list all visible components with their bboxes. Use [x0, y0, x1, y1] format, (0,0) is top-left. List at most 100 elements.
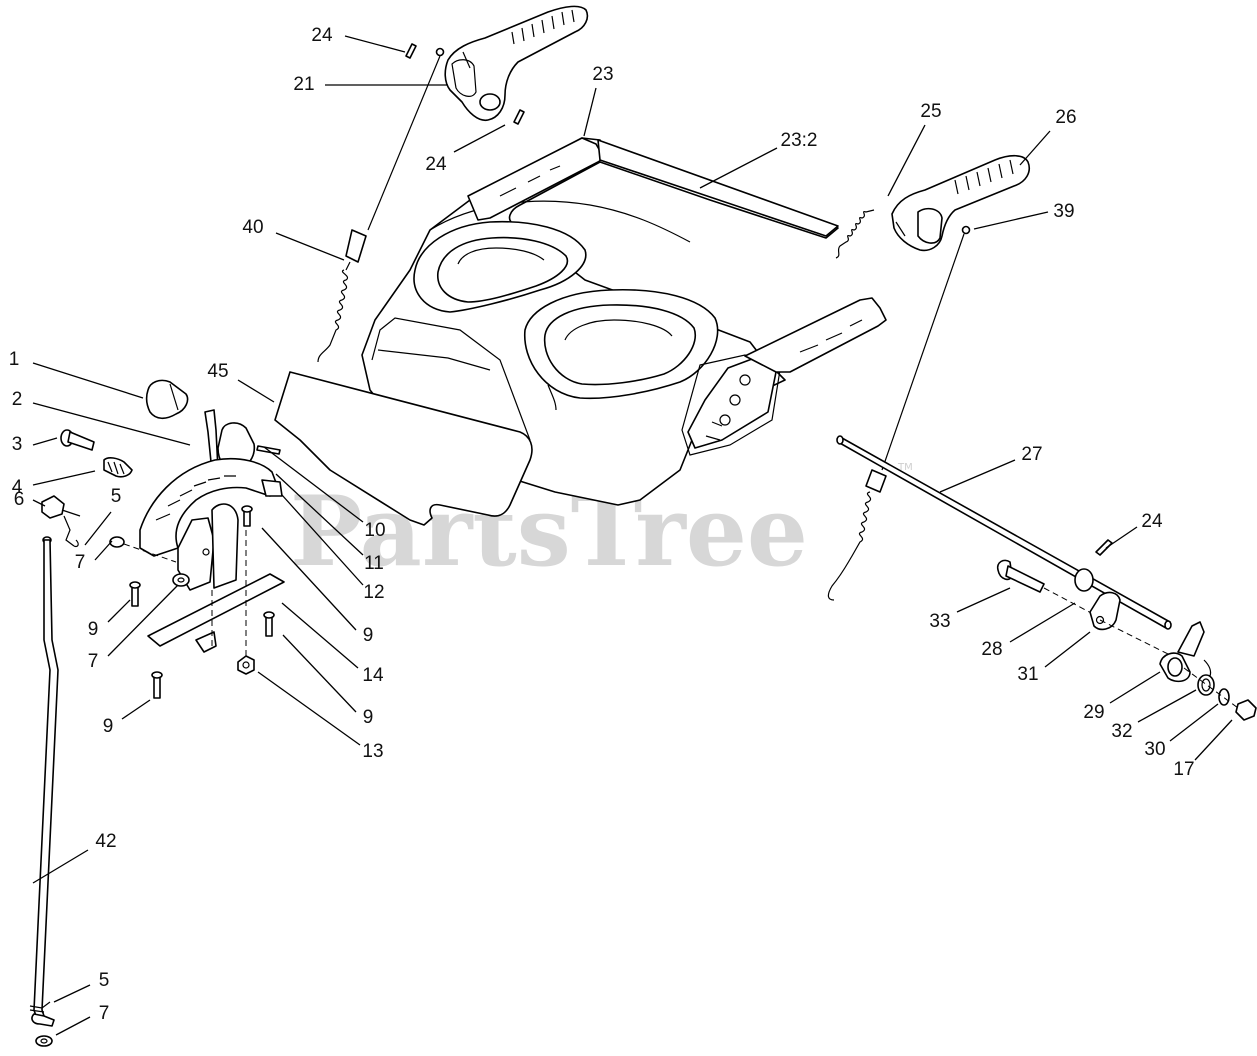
callout-label-13: 13 [362, 741, 383, 762]
bolt-3 [60, 429, 95, 451]
callout-label-9c: 9 [103, 716, 114, 737]
nut-17 [1235, 699, 1257, 721]
leader-line-45 [237, 379, 275, 403]
decal-45 [274, 371, 533, 526]
callout-label-29: 29 [1083, 702, 1104, 723]
callout-label-40: 40 [242, 217, 263, 238]
leader-line-9b [261, 527, 357, 631]
spring-4 [103, 457, 133, 478]
watermark-tm: TM [897, 462, 913, 473]
drive-cable-39 [827, 225, 971, 601]
roll-pin-right [1095, 539, 1113, 556]
callout-label-9d: 9 [363, 707, 374, 728]
callout-label-7b: 7 [88, 651, 99, 672]
callout-label-42: 42 [95, 831, 116, 852]
spring-25 [835, 209, 875, 259]
callout-label-11: 11 [364, 553, 384, 574]
leader-line-7a [94, 540, 113, 561]
washer-7-upper [109, 536, 125, 548]
callout-label-32: 32 [1111, 721, 1132, 742]
leader-line-2 [32, 402, 191, 446]
leader-line-5b [53, 984, 91, 1003]
leader-line-27 [939, 459, 1016, 493]
leader-line-9d [282, 634, 357, 713]
washer-30 [1218, 688, 1230, 706]
leader-line-42 [32, 849, 89, 884]
callout-label-14: 14 [362, 665, 384, 686]
collar-28 [1074, 568, 1094, 592]
callout-label-17: 17 [1173, 759, 1194, 780]
plate-14 [147, 573, 285, 647]
leader-line-23-2 [699, 147, 778, 189]
bolt-9-d [151, 671, 163, 699]
leader-line-7c [55, 1016, 91, 1036]
knob-1 [145, 379, 189, 420]
spring-32 [1197, 674, 1215, 696]
callout-label-4: 4 [12, 477, 23, 498]
callout-label-21: 21 [293, 74, 314, 95]
leader-line-32 [1137, 689, 1197, 723]
leader-line-29 [1109, 671, 1161, 704]
shift-bracket [139, 457, 283, 591]
callout-label-6: 6 [14, 489, 25, 510]
callout-label-24a: 24 [311, 25, 333, 46]
leader-line-24c [1105, 526, 1138, 549]
leader-line-30 [1169, 703, 1219, 742]
cotter-pin-5-lower [29, 1001, 51, 1013]
leader-line-40 [275, 232, 345, 261]
callout-label-10: 10 [364, 520, 385, 541]
leader-line-23 [583, 87, 597, 137]
leader-line-14 [281, 602, 359, 669]
leader-line-28 [1009, 602, 1076, 643]
callout-label-23: 23 [592, 64, 613, 85]
leader-line-1 [32, 362, 144, 399]
callout-label-30: 30 [1144, 739, 1165, 760]
left-handle-grip [444, 5, 589, 122]
callout-label-9b: 9 [363, 625, 374, 646]
leader-line-24a [344, 35, 406, 53]
bolt-9-b [241, 505, 253, 527]
callout-label-28: 28 [981, 639, 1002, 660]
callout-label-24b: 24 [425, 154, 447, 175]
callout-label-5b: 5 [99, 970, 110, 991]
plate-31 [1089, 591, 1121, 631]
callout-label-24c: 24 [1141, 511, 1163, 532]
cotter-pin-5 [63, 515, 79, 548]
leader-line-3 [32, 437, 58, 446]
decal-23-2 [597, 139, 839, 237]
control-panel-console [361, 137, 887, 506]
ferrule-6 [41, 495, 81, 519]
callout-label-7a: 7 [75, 552, 86, 573]
washer-7-mid [172, 573, 190, 587]
leader-line-6 [32, 499, 46, 507]
callout-label-1: 1 [9, 349, 20, 370]
callout-label-25: 25 [920, 101, 941, 122]
callout-label-7c: 7 [99, 1003, 110, 1024]
callout-label-3: 3 [12, 434, 23, 455]
leader-line-33 [956, 587, 1011, 613]
bolt-33 [996, 559, 1045, 593]
bolt-9-a [129, 581, 141, 607]
nut-13 [237, 655, 255, 675]
leader-line-25 [887, 124, 926, 197]
callout-label-45: 45 [207, 361, 228, 382]
leader-line-31 [1044, 631, 1091, 668]
shift-rod-42 [31, 536, 59, 1027]
leader-line-4 [32, 470, 96, 486]
leader-line-11 [275, 473, 364, 556]
callout-label-31: 31 [1017, 664, 1038, 685]
roll-pin-lower [513, 109, 525, 125]
callout-label-12: 12 [363, 582, 384, 603]
washer-7-lower [35, 1035, 53, 1047]
callout-label-39: 39 [1053, 201, 1074, 222]
callout-label-2: 2 [12, 389, 23, 410]
callout-label-5a: 5 [111, 486, 122, 507]
leader-line-12 [281, 494, 364, 586]
leader-line-10 [263, 446, 364, 523]
leader-line-39 [973, 211, 1049, 230]
leader-line-9c [121, 699, 151, 720]
callout-label-33: 33 [929, 611, 950, 632]
bolt-9-c [263, 611, 275, 637]
